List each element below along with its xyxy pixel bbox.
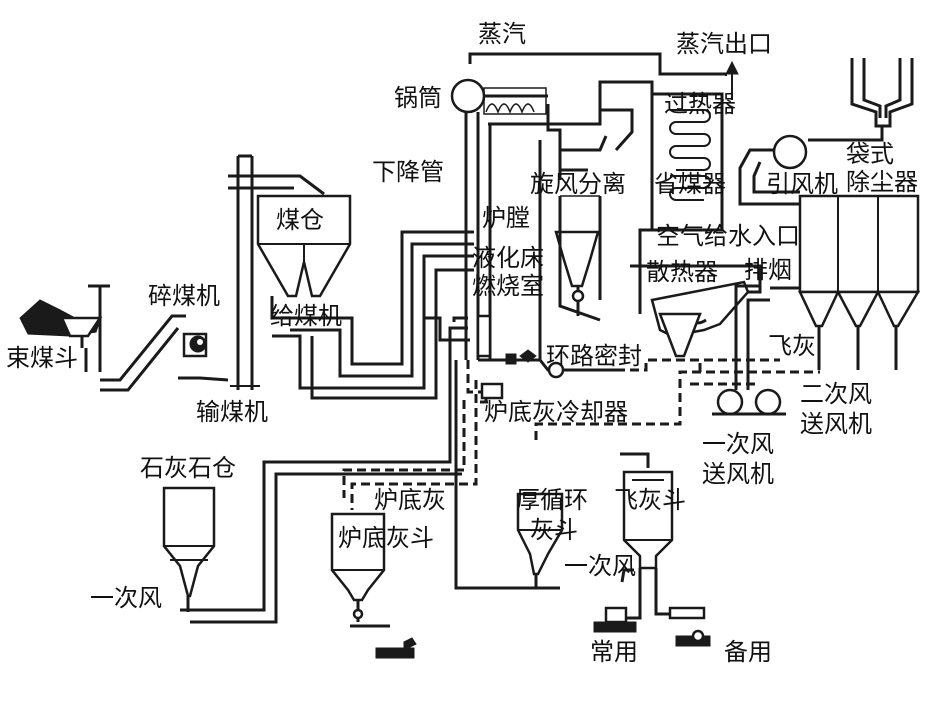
label-normal: 常用: [590, 638, 638, 666]
label-bottom-ash-hopper: 炉底灰斗: [338, 524, 434, 552]
drum: [450, 78, 548, 115]
loop-seal-valve: [505, 349, 565, 379]
recirc-ash-hopper: [454, 360, 564, 590]
primary-fan: [712, 388, 786, 416]
coal-yard-hopper: [19, 299, 103, 348]
coal-feeder-pipes: [270, 230, 474, 400]
label-fluidized-bed-2: 燃烧室: [472, 272, 544, 300]
label-bag-filter-1: 袋式: [846, 140, 894, 168]
belt-conveyor-1: [100, 314, 186, 392]
label-crusher: 碎煤机: [148, 282, 220, 310]
standby-pump: [654, 606, 711, 647]
label-economizer: 省煤器: [654, 170, 726, 198]
economizer-coil: [669, 175, 711, 201]
label-conveyor: 输煤机: [196, 398, 268, 426]
label-bag-filter-2: 除尘器: [846, 168, 918, 196]
cyclone: [554, 108, 634, 322]
label-bottom-ash-1: 炉底灰: [374, 486, 446, 514]
induced-fan: [738, 134, 808, 206]
fly-ash-hopper: [620, 452, 674, 606]
steam-outlet-arrow: [725, 60, 739, 100]
label-primary-air-2: 送风机: [702, 460, 774, 488]
limestone-bin: [162, 486, 216, 598]
label-exhaust: 排烟: [744, 256, 792, 284]
label-superheater: 过热器: [664, 90, 736, 118]
label-steam: 蒸汽: [478, 20, 526, 48]
label-standby: 备用: [724, 638, 772, 666]
label-primary-air-1: 一次风: [702, 430, 774, 458]
bag-filter: [770, 194, 921, 370]
label-cyclone-separator: 旋风分离: [530, 170, 626, 198]
label-downcomer: 下降管: [372, 158, 444, 186]
normal-pump: [593, 606, 642, 633]
label-induced-fan: 引风机: [766, 170, 838, 198]
bucket-elevator: [228, 154, 325, 390]
label-heat-exchanger: 散热器: [646, 258, 718, 286]
superheater-coil: [669, 109, 711, 171]
convection-pass: [638, 92, 724, 314]
label-air-feedwater-inlet: 空气给水入口: [656, 222, 800, 250]
label-primary-air-left: 一次风: [90, 584, 162, 612]
label-recirc-2: 灰斗: [530, 516, 578, 544]
label-limestone-bin: 石灰石仓: [140, 454, 236, 482]
limestone-air-line: [180, 316, 470, 624]
label-drum: 锅筒: [394, 84, 442, 112]
label-secondary-air-2: 送风机: [800, 410, 872, 438]
bottom-ash-cooler: [480, 382, 504, 404]
crusher-support: [84, 284, 110, 372]
air-heater-section: [630, 264, 762, 358]
crusher: [178, 332, 229, 382]
furnace-walls: [464, 80, 654, 372]
chimney: [808, 58, 914, 142]
label-coal-feeder: 给煤机: [270, 302, 342, 330]
label-fly-ash-hopper: 飞灰斗: [614, 486, 686, 514]
ash-dashed-lines: [342, 358, 820, 510]
label-coal-yard: 束煤斗: [6, 344, 78, 372]
label-recirc-1: 厚循环: [516, 486, 588, 514]
label-furnace: 炉膛: [482, 204, 530, 232]
label-coal-bunker: 煤仓: [276, 206, 324, 234]
label-steam-outlet: 蒸汽出口: [676, 30, 772, 58]
label-loop-seal: 环路密封: [546, 342, 642, 370]
coal-bunker: [256, 194, 352, 298]
label-fluidized-bed-1: 液化床: [472, 244, 544, 272]
label-primary-air-bottom: 一次风: [564, 552, 636, 580]
label-fly-ash: 飞灰: [768, 332, 816, 360]
bottom-ash-hopper: [330, 512, 417, 659]
label-secondary-air-1: 二次风: [800, 380, 872, 408]
label-bottom-ash-cooler: 炉底灰冷却器: [484, 398, 628, 426]
